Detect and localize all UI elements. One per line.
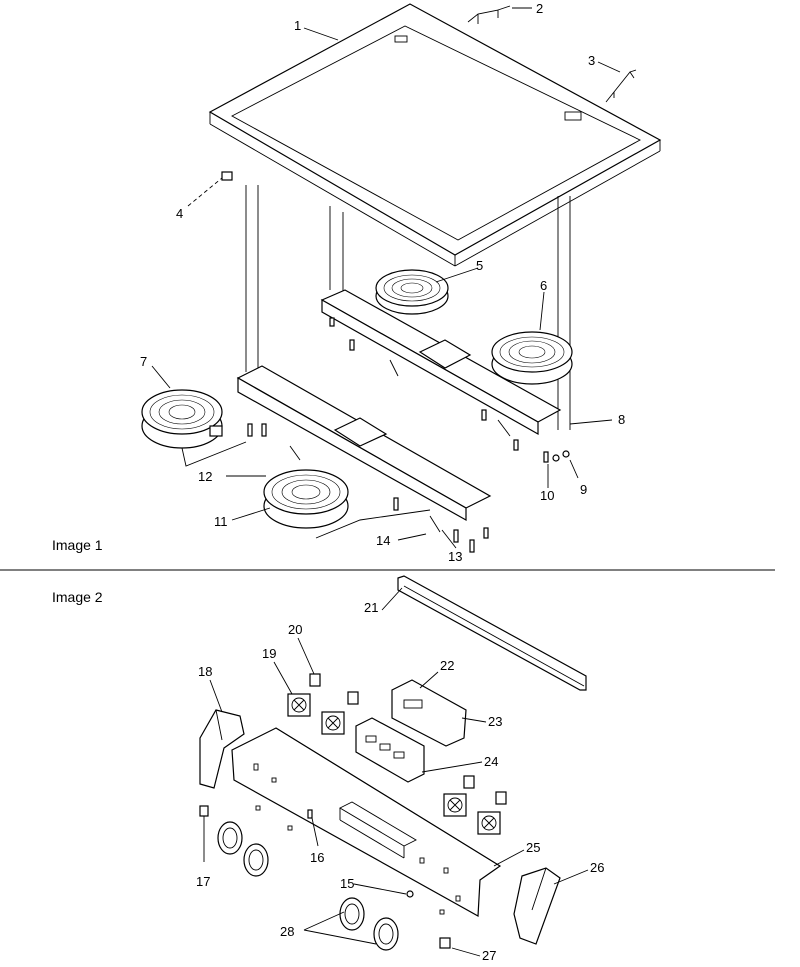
small-parts <box>199 805 451 949</box>
callout-26: 26 <box>590 860 604 875</box>
callout-14: 14 <box>376 533 390 548</box>
callout-11: 11 <box>214 514 228 529</box>
burner-element-7 <box>141 389 223 449</box>
callout-27: 27 <box>482 948 496 963</box>
section-label-image-1: Image 1 <box>52 537 103 553</box>
switch-right-b <box>477 811 501 835</box>
callout-20: 20 <box>288 622 302 637</box>
callouts-image-1: 1 2 3 4 5 6 7 8 9 10 11 12 13 14 <box>140 1 625 564</box>
callout-23: 23 <box>488 714 502 729</box>
callout-5: 5 <box>476 258 483 273</box>
support-bracket-lower <box>236 365 492 533</box>
callouts-image-2: 15 16 17 18 19 20 21 22 23 24 25 26 27 2… <box>196 600 604 963</box>
end-cap-26 <box>513 867 561 945</box>
callout-15: 15 <box>340 876 354 891</box>
lamp-switch-small <box>347 691 507 805</box>
knobs-left <box>217 821 269 877</box>
alignment-lines <box>245 185 571 430</box>
leader-lines-image-1 <box>151 7 621 549</box>
clip-4 <box>221 171 233 181</box>
callout-12: 12 <box>198 469 212 484</box>
callout-4: 4 <box>176 206 183 221</box>
burner-element-5 <box>375 269 449 315</box>
callout-2: 2 <box>536 1 543 16</box>
callout-22: 22 <box>440 658 454 673</box>
burner-element-11 <box>263 469 349 529</box>
callout-10: 10 <box>540 488 554 503</box>
switch-right-a <box>443 793 467 817</box>
display-24 <box>355 717 425 783</box>
callout-13: 13 <box>448 549 462 564</box>
lamp-switch-20 <box>309 673 321 687</box>
callout-3: 3 <box>588 53 595 68</box>
control-panel-25 <box>231 727 502 917</box>
section-label-image-2: Image 2 <box>52 589 103 605</box>
callout-21: 21 <box>364 600 378 615</box>
callout-19: 19 <box>262 646 276 661</box>
callout-25: 25 <box>526 840 540 855</box>
trim-strip-21 <box>397 575 587 691</box>
leader-lines-image-2 <box>203 587 589 957</box>
callout-7: 7 <box>140 354 147 369</box>
knobs-28 <box>339 897 399 951</box>
bracket-3 <box>605 69 637 103</box>
clock-control-22 <box>391 679 467 747</box>
callout-1: 1 <box>294 18 301 33</box>
cooktop-glass-top <box>208 3 662 267</box>
callout-18: 18 <box>198 664 212 679</box>
callout-9: 9 <box>580 482 587 497</box>
support-bracket-upper <box>320 289 562 437</box>
callout-28: 28 <box>280 924 294 939</box>
callout-17: 17 <box>196 874 210 889</box>
switch-19b <box>321 711 345 735</box>
screws-upper <box>329 317 570 463</box>
callout-6: 6 <box>540 278 547 293</box>
end-cap-18 <box>199 709 245 789</box>
switch-19 <box>287 693 311 717</box>
screws-lower <box>247 423 489 553</box>
callout-24: 24 <box>484 754 498 769</box>
burner-element-6 <box>491 331 573 385</box>
callout-16: 16 <box>310 850 324 865</box>
bracket-2 <box>467 5 511 24</box>
callout-8: 8 <box>618 412 625 427</box>
wiring-lines <box>181 441 431 539</box>
